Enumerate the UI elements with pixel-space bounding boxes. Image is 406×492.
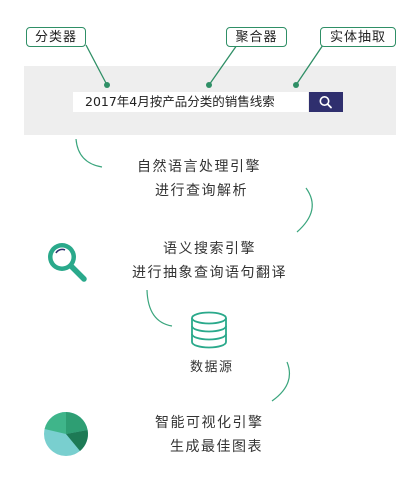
semantic-engine-desc: 进行抽象查询语句翻译 (132, 265, 287, 281)
classifier-tag: 分类器 (26, 27, 86, 47)
nlp-engine-title: 自然语言处理引擎 (137, 159, 261, 175)
search-input[interactable]: 2017年4月按产品分类的销售线索 (73, 92, 308, 112)
search-button[interactable] (309, 92, 343, 112)
datasource-label: 数据源 (190, 360, 234, 375)
entity-extraction-tag: 实体抽取 (320, 27, 396, 47)
nlp-engine-desc: 进行查询解析 (155, 183, 248, 199)
viz-engine-desc: 生成最佳图表 (170, 439, 263, 455)
aggregator-tag: 聚合器 (226, 27, 287, 47)
search-icon (319, 96, 332, 109)
semantic-engine-title: 语义搜索引擎 (163, 241, 256, 257)
viz-engine-title: 智能可视化引擎 (155, 415, 264, 431)
pie-chart-icon (44, 412, 88, 456)
magnifier-icon (48, 243, 87, 282)
database-icon (191, 311, 227, 349)
